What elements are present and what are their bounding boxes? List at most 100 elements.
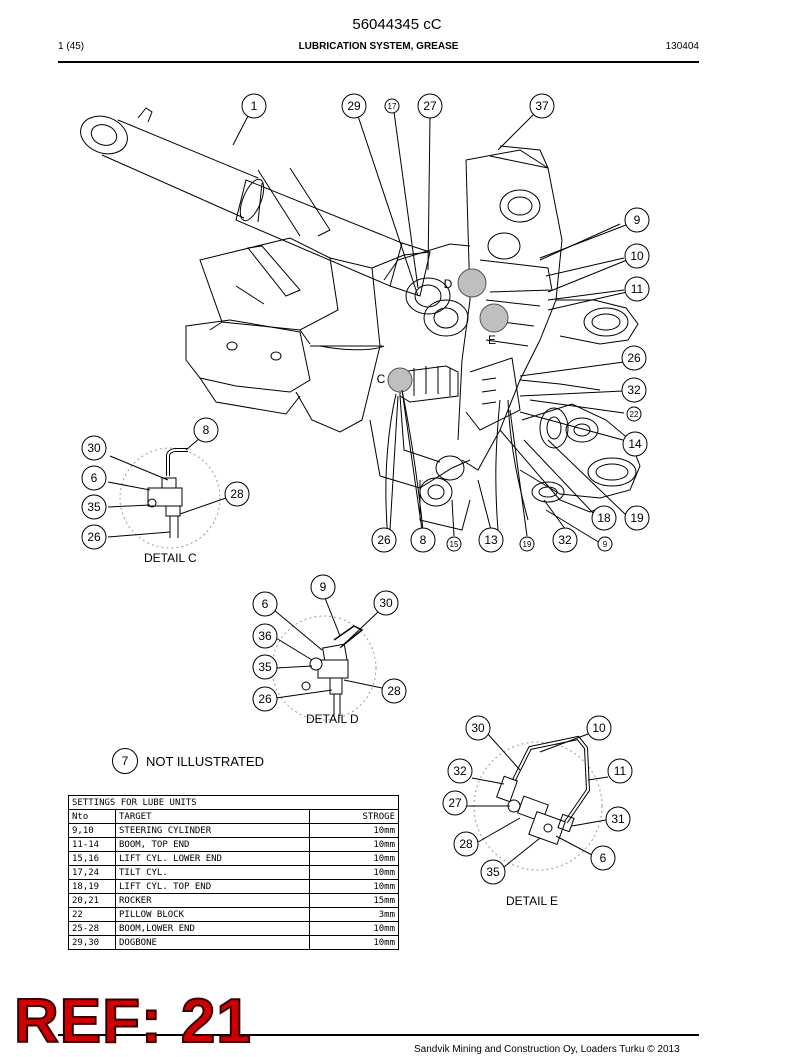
detail-e-callout-30: 30 xyxy=(465,715,491,741)
callout-label: 36 xyxy=(258,629,272,643)
loader-frame-illustration xyxy=(80,107,641,541)
callout-26-lower: 26 xyxy=(371,527,397,553)
detail-d-illustration xyxy=(271,597,383,721)
detail-e-callout-28: 28 xyxy=(453,831,479,857)
callout-label: 19 xyxy=(630,511,644,525)
not-illustrated-note: 7 NOT ILLUSTRATED xyxy=(112,748,264,774)
callout-label: 8 xyxy=(420,533,427,547)
callout-label: 14 xyxy=(628,437,642,451)
table-title-row: SETTINGS FOR LUBE UNITS xyxy=(68,795,399,810)
detail-e-callout-11: 11 xyxy=(607,758,633,784)
table-cell: LIFT CYL. LOWER END xyxy=(115,851,310,866)
detail-d-callout-28: 28 xyxy=(381,678,407,704)
table-cell: DOGBONE xyxy=(115,935,310,950)
callout-label: 10 xyxy=(592,721,606,735)
detail-c-callout-8: 8 xyxy=(193,417,219,443)
table-cell: 15mm xyxy=(309,893,399,908)
callout-26: 26 xyxy=(621,345,647,371)
callout-32: 32 xyxy=(621,377,647,403)
table-cell: 11-14 xyxy=(68,837,116,852)
table-cell: TILT CYL. xyxy=(115,865,310,880)
note-text: NOT ILLUSTRATED xyxy=(146,753,264,769)
detail-d-callout-26: 26 xyxy=(252,686,278,712)
table-header-row: Nto TARGET STROGE xyxy=(68,809,399,824)
detail-e-callout-32: 32 xyxy=(447,758,473,784)
callout-label: 35 xyxy=(486,865,500,879)
callout-label: 28 xyxy=(230,487,244,501)
callout-label: 15 xyxy=(450,540,459,549)
callout-8: 8 xyxy=(410,527,436,553)
callout-label: 29 xyxy=(347,99,361,113)
detail-c-callout-26: 26 xyxy=(81,524,107,550)
callout-label: 35 xyxy=(258,660,272,674)
callout-label: 28 xyxy=(459,837,473,851)
detail-c-marker xyxy=(387,367,413,393)
callout-label: 6 xyxy=(600,851,607,865)
table-cell: BOOM, TOP END xyxy=(115,837,310,852)
table-cell: LIFT CYL. TOP END xyxy=(115,879,310,894)
callout-label: 32 xyxy=(453,764,467,778)
date-code: 130404 xyxy=(665,41,699,52)
table-cell: 10mm xyxy=(309,879,399,894)
footer-rule xyxy=(58,1034,699,1036)
table-cell: 20,21 xyxy=(68,893,116,908)
detail-c-callout-6: 6 xyxy=(81,465,107,491)
callout-37: 37 xyxy=(529,93,555,119)
table-cell: 10mm xyxy=(309,935,399,950)
callout-15: 15 xyxy=(446,536,462,552)
table-cell: STEERING CYLINDER xyxy=(115,823,310,838)
callout-27: 27 xyxy=(417,93,443,119)
detail-e-label: DETAIL E xyxy=(506,894,559,908)
detail-c-illustration xyxy=(107,437,227,549)
column-header: STROGE xyxy=(309,809,399,824)
callout-label: 19 xyxy=(523,540,532,549)
callout-32-lower: 32 xyxy=(552,527,578,553)
callout-label: 6 xyxy=(91,471,98,485)
table-cell: 29,30 xyxy=(68,935,116,950)
document-number: 56044345 cC xyxy=(352,16,442,33)
callout-1: 1 xyxy=(241,93,267,119)
callout-22: 22 xyxy=(626,406,642,422)
ref-stamp: REF: 21 xyxy=(13,986,252,1057)
table-cell: 25-28 xyxy=(68,921,116,936)
callout-label: 26 xyxy=(258,692,272,706)
column-header: TARGET xyxy=(115,809,310,824)
callout-label: 10 xyxy=(630,249,644,263)
table-cell: 10mm xyxy=(309,837,399,852)
callout-17: 17 xyxy=(384,98,400,114)
table-title: SETTINGS FOR LUBE UNITS xyxy=(68,795,399,810)
detail-c-callout-35: 35 xyxy=(81,494,107,520)
callout-19-small: 19 xyxy=(519,536,535,552)
callout-label: 6 xyxy=(262,597,269,611)
callout-14: 14 xyxy=(622,431,648,457)
table-cell: PILLOW BLOCK xyxy=(115,907,310,922)
callout-label: 17 xyxy=(388,102,397,111)
callout-label: 9 xyxy=(634,213,641,227)
callout-label: 26 xyxy=(377,533,391,547)
table-cell: 10mm xyxy=(309,823,399,838)
detail-d-marker xyxy=(457,268,487,298)
callout-18: 18 xyxy=(591,505,617,531)
table-cell: 15,16 xyxy=(68,851,116,866)
table-cell: 10mm xyxy=(309,865,399,880)
detail-d-callout-6: 6 xyxy=(252,591,278,617)
callout-label: 8 xyxy=(203,423,210,437)
table-cell: 10mm xyxy=(309,851,399,866)
callout-label: 26 xyxy=(627,351,641,365)
callout-label: 35 xyxy=(87,500,101,514)
table-cell: 10mm xyxy=(309,921,399,936)
section-title: LUBRICATION SYSTEM, GREASE xyxy=(298,41,459,52)
note-callout: 7 xyxy=(112,748,138,774)
footer-copyright: Sandvik Mining and Construction Oy, Load… xyxy=(414,1044,680,1055)
detail-e-illustration xyxy=(467,732,609,871)
callout-label: 27 xyxy=(423,99,437,113)
view-letter-c: C xyxy=(377,372,386,386)
